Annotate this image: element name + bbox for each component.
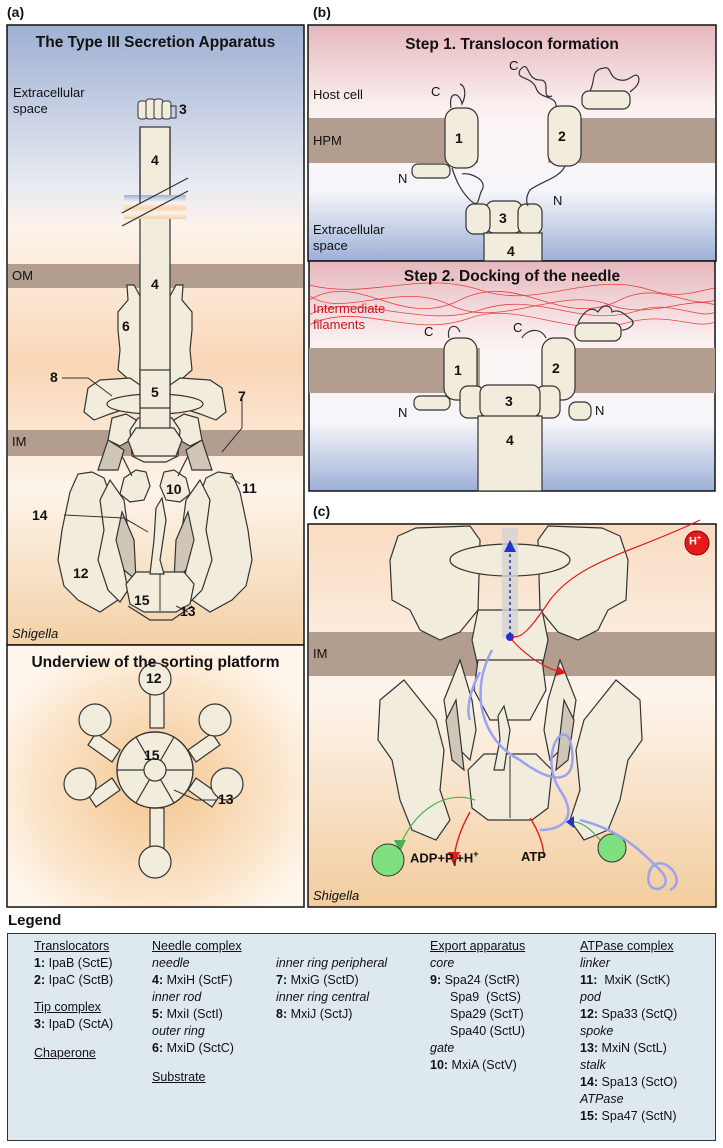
spoke [127,605,193,621]
panel-letter-b: (b) [313,4,331,20]
organism-label-c: Shigella [313,888,360,903]
needle-step2 [477,415,543,492]
b2-c-terminus-2: C [513,320,523,335]
intermediate-filaments [308,282,716,328]
underview-label-15: 15 [144,747,160,763]
label-15: 15 [134,592,150,608]
linker-dark [97,439,213,582]
atp-label: ATP [521,849,547,864]
substrate-path [479,649,574,832]
tip-complex [137,98,172,120]
label-4a: 4 [151,152,159,168]
organism-label-a: Shigella [12,626,59,641]
underview-spokes [87,687,221,849]
b2-label-1: 1 [454,362,462,378]
b1-label-1: 1 [455,130,463,146]
stalk [149,496,167,575]
adp-label: ADP+Pi+H+ [410,849,479,868]
b1-label-3: 3 [499,210,507,226]
hpm-label: HPM [313,133,342,148]
b2-n-terminus-2: N [595,403,605,418]
proton-label: H+ [689,535,702,548]
im-label-a: IM [12,434,27,449]
b1-n-terminus-2: N [553,193,563,208]
legend-atpase-complex: ATPase complex linker 11: MxiK (SctK) po… [580,939,678,1123]
label-11: 11 [242,480,257,496]
label-7: 7 [238,388,246,404]
proton-circle [684,530,710,556]
legend-title: Legend [8,912,62,929]
chaperone-released [371,843,405,877]
legend-inner-ring: inner ring peripheral 7: MxiG (SctD) inn… [276,956,388,1021]
label-3: 3 [179,101,187,117]
label-4b: 4 [151,276,159,292]
gate-right [159,469,191,503]
substrate-unfolded [579,818,678,892]
underview-title: Underview of the sorting platform [31,654,280,671]
label-10: 10 [166,481,182,497]
legend-box: Translocators 1: IpaB (SctE) 2: IpaC (Sc… [7,933,716,1141]
step2-title: Step 2. Docking of the needle [403,268,621,285]
label-12: 12 [73,565,89,581]
label-8: 8 [50,369,58,385]
inner-rod [139,369,171,409]
b2-label-4: 4 [506,432,514,448]
legend-export-apparatus: Export apparatus core 9: Spa24 (SctR) Sp… [430,939,526,1072]
proton-flow [511,519,701,638]
b1-n-terminus-1: N [398,171,408,186]
underview-label-13: 13 [218,791,234,807]
label-13: 13 [180,603,196,619]
needle-step1 [483,232,543,262]
pod-left [57,471,253,613]
underview-pods [63,662,244,879]
translocator-ipab-1 [444,107,479,169]
b1-label-2: 2 [558,128,566,144]
label-6: 6 [122,318,130,334]
panel-letter-a: (a) [7,4,25,20]
b1-c-terminus-2: C [509,58,519,73]
im-label-c: IM [313,646,328,661]
step1-title: Step 1. Translocon formation [405,36,619,53]
outer-ring-right [169,284,193,386]
label-14: 14 [32,507,48,523]
b2-c-terminus-1: C [424,324,434,339]
legend-translocators: Translocators 1: IpaB (SctE) 2: IpaC (Sc… [34,939,114,1060]
gate-left [119,469,151,503]
b1-label-4: 4 [507,243,515,259]
panel-a-title: The Type III Secretion Apparatus [35,34,276,51]
chaperone-bound [597,833,627,863]
label-5: 5 [151,384,159,400]
panel-letter-c: (c) [313,503,331,519]
b2-label-3: 3 [505,393,513,409]
legend-needle-complex: Needle complex needle 4: MxiH (SctF) inn… [152,939,242,1084]
b2-n-terminus-1: N [398,405,408,420]
underview-label-12: 12 [146,670,162,686]
outer-ring-left [117,284,141,386]
b2-label-2: 2 [552,360,560,376]
host-cell-label: Host cell [313,87,363,102]
om-label: OM [12,268,33,283]
b1-c-terminus-1: C [431,84,441,99]
